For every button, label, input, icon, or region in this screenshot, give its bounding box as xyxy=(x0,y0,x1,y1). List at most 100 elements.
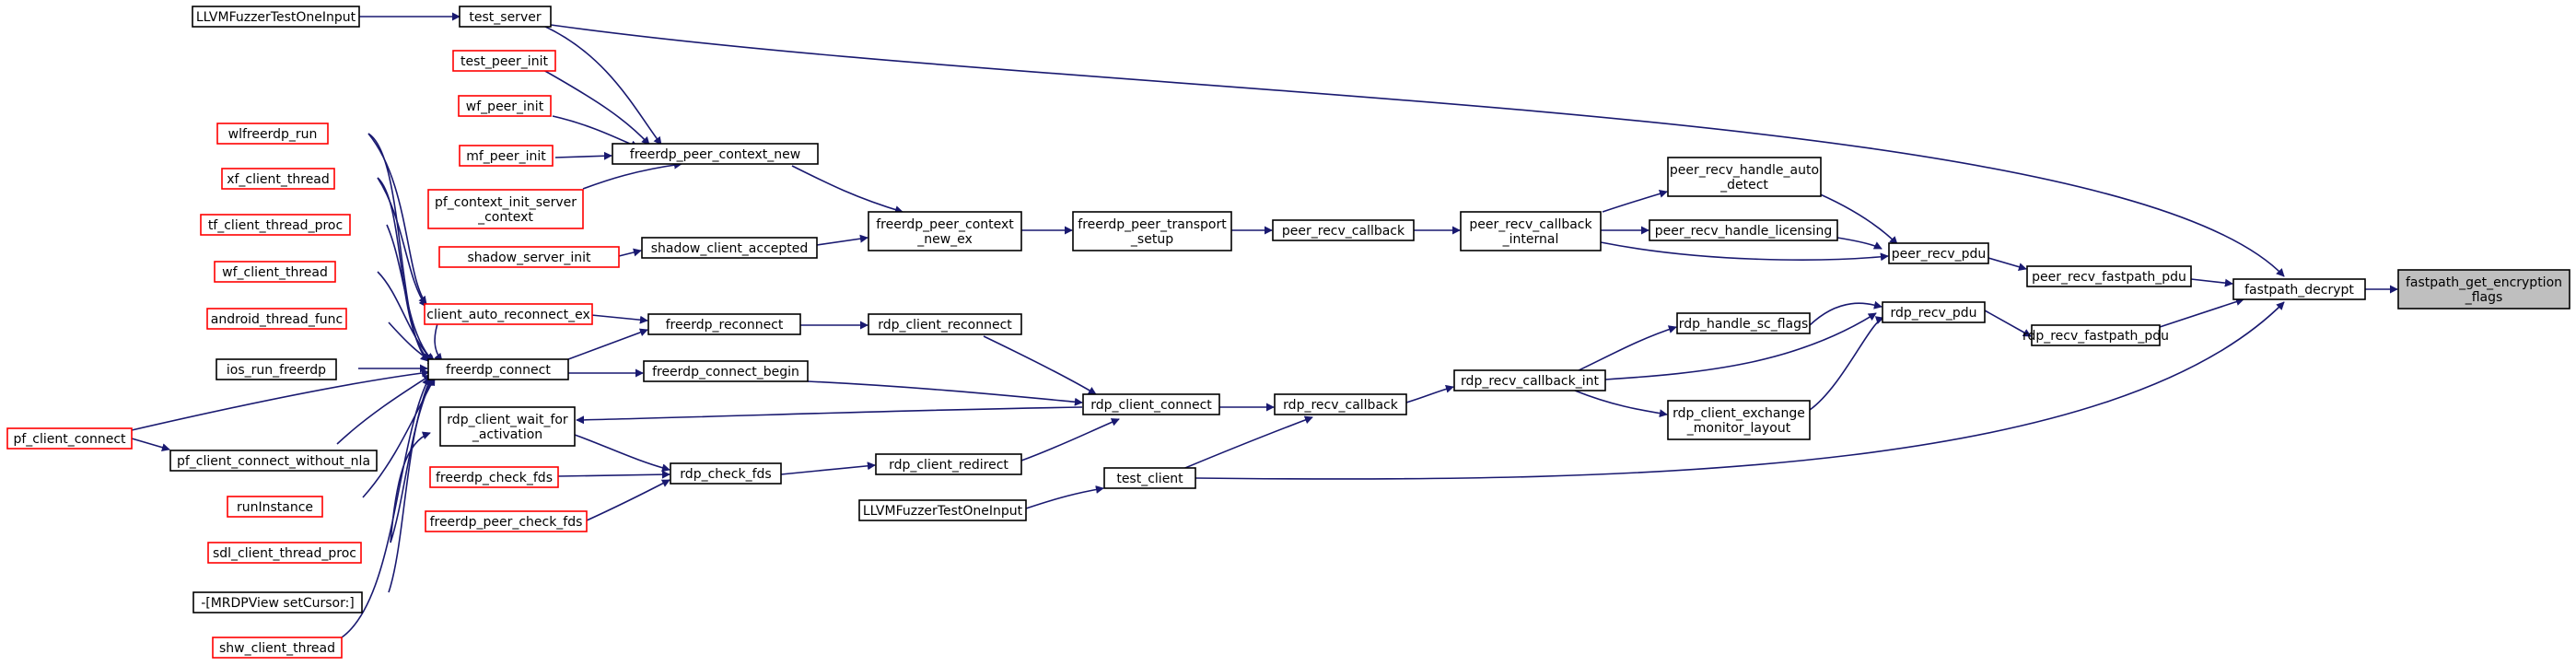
node-box xyxy=(424,303,593,325)
node-pf-ctx-init[interactable]: pf_context_init_server_context xyxy=(427,189,584,229)
node-label: shadow_client_accepted xyxy=(651,241,809,256)
node-box xyxy=(6,427,133,450)
node-label: rdp_check_fds xyxy=(680,467,771,482)
edge xyxy=(2190,278,2233,287)
node-label: peer_recv_pdu xyxy=(1892,247,1987,262)
node-box xyxy=(439,406,576,447)
edge xyxy=(390,431,431,543)
node-box xyxy=(216,123,329,145)
edge xyxy=(377,177,427,308)
node-sdl-client-thread[interactable]: sdl_client_thread_proc xyxy=(207,542,362,564)
node-test-peer-init[interactable]: test_peer_init xyxy=(452,50,556,72)
node-box xyxy=(200,214,351,236)
node-rdp-recv-cb[interactable]: rdp_recv_callback xyxy=(1274,393,1407,415)
node-peer-licensing[interactable]: peer_recv_handle_licensing xyxy=(1649,219,1838,241)
node-label: _monitor_layout xyxy=(1686,421,1791,436)
edge xyxy=(1984,310,2032,337)
node-mrdpview[interactable]: -[MRDPView setCursor:] xyxy=(192,591,363,613)
node-label: test_server xyxy=(469,10,541,25)
node-label: rdp_handle_sc_flags xyxy=(1679,317,1809,332)
node-peer-recv-pdu[interactable]: peer_recv_pdu xyxy=(1888,242,1989,264)
node-ios-run-freerdp[interactable]: ios_run_freerdp xyxy=(216,358,337,380)
node-mf-peer-init[interactable]: mf_peer_init xyxy=(459,145,554,167)
node-sc-flags[interactable]: rdp_handle_sc_flags xyxy=(1676,312,1811,334)
node-rdp-fastpath-pdu[interactable]: rdp_recv_fastpath_pdu xyxy=(2022,324,2169,346)
nodes: LLVMFuzzerTestOneInput test_server test_pe… xyxy=(6,6,2570,659)
node-peer-ctx-new-ex[interactable]: freerdp_peer_context_new_ex xyxy=(868,211,1022,251)
edge xyxy=(557,470,670,479)
node-label: _detect xyxy=(1719,178,1768,193)
node-pf-client-connect[interactable]: pf_client_connect xyxy=(6,427,133,450)
node-peer-ctx-new[interactable]: freerdp_peer_context_new xyxy=(612,143,819,165)
node-peer-recv-cb-int[interactable]: peer_recv_callback_internal xyxy=(1460,211,1602,251)
node-rdp-recv-pdu[interactable]: rdp_recv_pdu xyxy=(1882,301,1986,323)
node-peer-recv-cb[interactable]: peer_recv_callback xyxy=(1272,219,1415,241)
node-test-server[interactable]: test_server xyxy=(459,6,552,28)
node-test-client[interactable]: test_client xyxy=(1103,467,1196,489)
node-label: wf_client_thread xyxy=(222,265,328,280)
node-rdp-client-connect[interactable]: rdp_client_connect xyxy=(1082,393,1220,415)
node-label: rdp_client_reconnect xyxy=(878,318,1012,333)
node-monitor-layout[interactable]: rdp_client_exchange_monitor_layout xyxy=(1667,400,1811,440)
node-freerdp-reconnect[interactable]: freerdp_reconnect xyxy=(647,313,801,335)
node-tf-client-thread-proc[interactable]: tf_client_thread_proc xyxy=(200,214,351,236)
edge xyxy=(1020,418,1120,462)
node-peer-auto-detect[interactable]: peer_recv_handle_auto_detect xyxy=(1667,157,1822,197)
node-label: rdp_recv_fastpath_pdu xyxy=(2022,329,2169,344)
node-rdp-client-redirect[interactable]: rdp_client_redirect xyxy=(875,453,1022,475)
node-label: wf_peer_init xyxy=(466,99,544,114)
node-wf-peer-init[interactable]: wf_peer_init xyxy=(458,95,552,117)
node-label: freerdp_check_fds xyxy=(436,471,553,485)
edge xyxy=(1809,316,1884,411)
node-check-fds[interactable]: freerdp_check_fds xyxy=(429,466,559,488)
node-runInstance[interactable]: runInstance xyxy=(227,496,323,518)
node-label: _internal xyxy=(1502,232,1559,247)
node-box xyxy=(192,6,360,28)
node-fuzz1[interactable]: LLVMFuzzerTestOneInput xyxy=(192,6,360,28)
node-box xyxy=(647,313,801,335)
node-freerdp-connect[interactable]: freerdp_connect xyxy=(427,358,569,380)
node-rdp-check-fds[interactable]: rdp_check_fds xyxy=(670,462,782,485)
node-box xyxy=(169,450,378,472)
node-label: _setup xyxy=(1130,232,1173,247)
node-peer-transport[interactable]: freerdp_peer_transport_setup xyxy=(1072,211,1232,251)
node-label: freerdp_peer_check_fds xyxy=(430,515,583,530)
node-wf-client-thread[interactable]: wf_client_thread xyxy=(214,261,336,283)
edge xyxy=(1836,237,1882,250)
node-shadow-accepted[interactable]: shadow_client_accepted xyxy=(641,237,818,259)
node-label: _context xyxy=(477,210,533,225)
node-shw-client-thread[interactable]: shw_client_thread xyxy=(212,637,343,659)
node-box xyxy=(1272,219,1415,241)
node-fastpath-decrypt[interactable]: fastpath_decrypt xyxy=(2232,278,2366,300)
node-wlfreerdp-run[interactable]: wlfreerdp_run xyxy=(216,123,329,145)
node-pf-connect-wo-nla[interactable]: pf_client_connect_without_nla xyxy=(169,450,378,472)
node-connect-begin[interactable]: freerdp_connect_begin xyxy=(643,360,809,382)
node-box xyxy=(425,510,588,532)
node-shadow-server-init[interactable]: shadow_server_init xyxy=(438,246,620,268)
node-focus: fastpath_get_encryption_flags xyxy=(2397,269,2570,310)
node-wait-activation[interactable]: rdp_client_wait_for_activation xyxy=(439,406,576,447)
edge xyxy=(576,406,1083,425)
node-label: pf_client_connect xyxy=(13,432,126,447)
node-box xyxy=(452,50,556,72)
node-box xyxy=(875,453,1022,475)
edge xyxy=(554,151,612,160)
edge xyxy=(1405,384,1454,403)
node-peer-check-fds[interactable]: freerdp_peer_check_fds xyxy=(425,510,588,532)
node-box xyxy=(1274,393,1407,415)
edge xyxy=(542,25,662,146)
node-rdp-client-reconnect[interactable]: rdp_client_reconnect xyxy=(868,313,1022,335)
node-rdp-recv-cb-int[interactable]: rdp_recv_callback_int xyxy=(1453,369,1606,391)
node-label: _new_ex xyxy=(916,232,973,247)
node-label: xf_client_thread xyxy=(227,172,330,187)
edge xyxy=(780,462,876,475)
node-box xyxy=(858,499,1027,521)
node-fuzz2[interactable]: LLVMFuzzerTestOneInput xyxy=(858,499,1027,521)
edge xyxy=(1025,485,1104,509)
node-auto-reconnect-ex[interactable]: client_auto_reconnect_ex xyxy=(424,303,593,325)
node-peer-fastpath-pdu[interactable]: peer_recv_fastpath_pdu xyxy=(2026,265,2192,287)
node-android-thread-func[interactable]: android_thread_func xyxy=(206,308,347,330)
node-xf-client-thread[interactable]: xf_client_thread xyxy=(221,168,335,190)
node-label: mf_peer_init xyxy=(466,149,546,164)
edge xyxy=(550,24,2285,277)
